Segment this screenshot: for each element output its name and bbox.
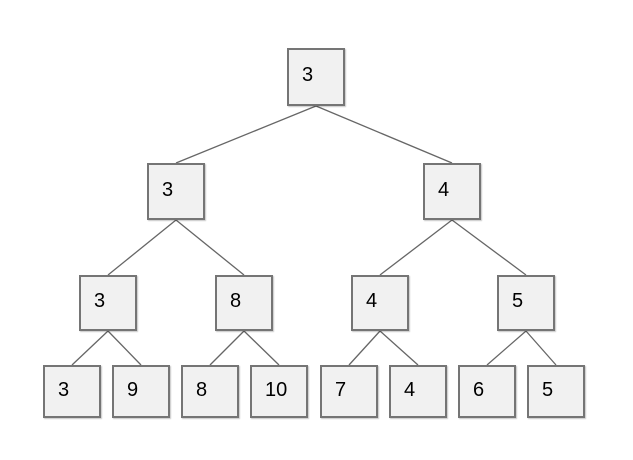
tree-node-n21: 8 [215,275,273,331]
tree-node-n22: 4 [351,275,409,331]
tree-edge [71,330,109,366]
tree-node-n23: 5 [497,275,555,331]
tree-edge [379,330,419,366]
tree-node-n37: 5 [527,365,585,418]
tree-node-n10: 3 [147,163,205,220]
tree-node-n33: 10 [250,365,308,418]
tree-edge [486,330,527,366]
tree-edge [525,330,557,366]
tree-node-root: 3 [287,48,345,106]
tree-edge [175,105,317,164]
tree-edge [315,105,453,164]
tree-node-n36: 6 [458,365,516,418]
tree-edge [107,330,142,366]
tree-node-n31: 9 [112,365,170,418]
tree-edge [175,219,245,276]
tree-edge [107,219,177,276]
tree-node-n30: 3 [43,365,101,418]
tree-node-n34: 7 [320,365,378,418]
tree-edge [451,219,527,276]
tree-edge [379,219,453,276]
tree-edge [243,330,280,366]
tree-edge [348,330,381,366]
tree-node-n35: 4 [389,365,447,418]
tree-node-n20: 3 [79,275,137,331]
tree-edge [209,330,245,366]
tree-node-n32: 8 [181,365,239,418]
tree-node-n11: 4 [423,163,481,220]
